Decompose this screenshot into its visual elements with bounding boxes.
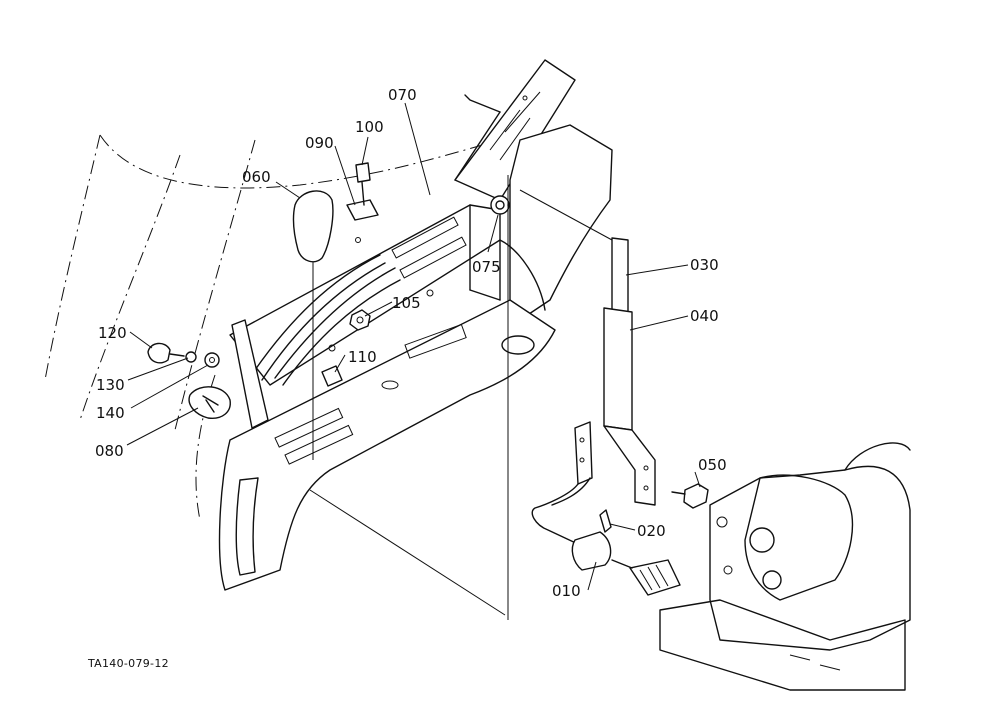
transmission-housing <box>611 442 911 691</box>
stopper-plate-assembly <box>346 162 379 221</box>
knob-bolt-set <box>147 342 220 368</box>
long-rod-lines <box>309 175 613 620</box>
figure-id-label: TA140-079-12 <box>87 657 169 670</box>
cotter-pin-020 <box>599 509 612 533</box>
callout-label-120: 120 <box>98 324 127 342</box>
callout-label-010: 010 <box>552 582 581 600</box>
fender-outline-dashed <box>44 134 501 521</box>
callout-label-075: 075 <box>472 258 501 276</box>
callout-label-100: 100 <box>355 118 384 136</box>
lever-rod-assembly <box>603 237 656 506</box>
callout-leaders <box>126 102 701 591</box>
nut-105 <box>349 309 371 331</box>
lever-knob-grip <box>292 190 334 460</box>
upper-bracket-arm <box>454 59 576 201</box>
floor-step-plate <box>218 299 556 591</box>
clip-nut-110 <box>321 365 343 387</box>
callout-label-140: 140 <box>96 404 125 422</box>
callout-label-090: 090 <box>305 134 334 152</box>
callout-label-060: 060 <box>242 168 271 186</box>
callout-labels: 010 020 030 040 050 060 070 075 080 090 … <box>95 86 727 600</box>
callout-label-110: 110 <box>348 348 377 366</box>
callout-label-030: 030 <box>690 256 719 274</box>
callout-label-070: 070 <box>388 86 417 104</box>
callout-label-020: 020 <box>637 522 666 540</box>
frame-right-panel <box>499 124 613 321</box>
callout-label-050: 050 <box>698 456 727 474</box>
callout-label-080: 080 <box>95 442 124 460</box>
collar-bolt-080 <box>188 386 231 419</box>
link-rod-010 <box>531 421 612 571</box>
lever-guide-plate <box>229 204 501 386</box>
callout-label-105: 105 <box>392 294 421 312</box>
callout-label-130: 130 <box>96 376 125 394</box>
side-mount-plate <box>231 319 269 429</box>
callout-label-040: 040 <box>690 307 719 325</box>
bolt-050 <box>671 483 709 509</box>
